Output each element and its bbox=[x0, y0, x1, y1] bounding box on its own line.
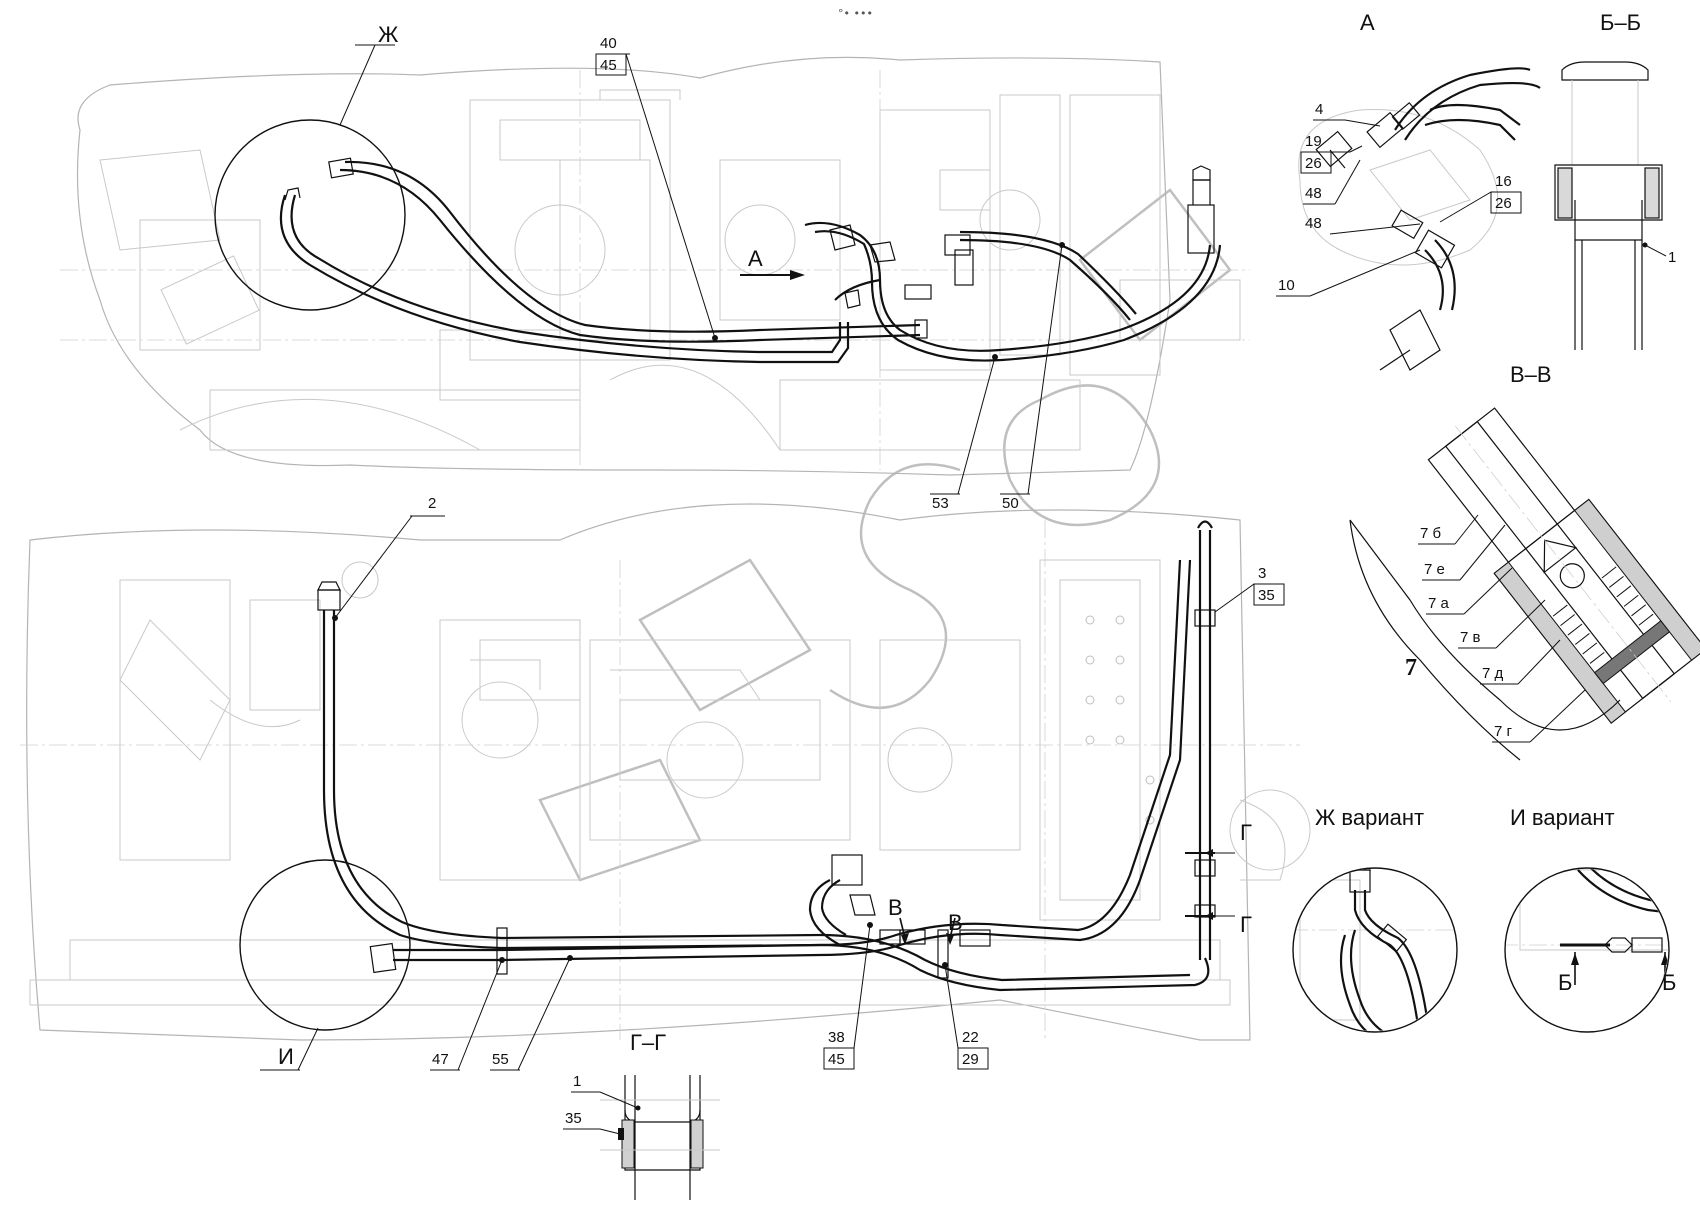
top-view-background bbox=[60, 56, 1250, 476]
top-view-hoses bbox=[214, 119, 1222, 364]
section-vv-callout-7e: 7 е bbox=[1424, 561, 1445, 578]
detail-i-letter: И bbox=[278, 1044, 294, 1069]
section-vv-detail: В–В 7 7 б 7 е bbox=[1349, 362, 1700, 761]
callout-45-bottom: 45 bbox=[828, 1051, 845, 1068]
view-a-detail: А 4 19 26 48 16 26 48 10 bbox=[1276, 10, 1541, 371]
section-gg-callout-1: 1 bbox=[573, 1073, 581, 1090]
variant-i-b-left-mark: Б bbox=[1558, 970, 1572, 995]
section-vv-callout-7d: 7 д bbox=[1482, 665, 1504, 682]
section-vv-callout-7g: 7 г bbox=[1494, 723, 1513, 740]
view-a-callout-16: 16 bbox=[1495, 173, 1512, 190]
callout-35: 35 bbox=[1258, 587, 1275, 604]
section-gg-detail: Г–Г 1 35 bbox=[563, 1030, 720, 1200]
variant-zh-title: Ж вариант bbox=[1315, 805, 1424, 830]
section-v-markers: В В bbox=[888, 895, 963, 945]
callout-2: 2 bbox=[428, 495, 436, 512]
view-a-arrow: А bbox=[740, 246, 805, 280]
section-g-markers: Г Г bbox=[1185, 820, 1252, 937]
bottom-callouts: 2 3 35 И 47 55 38 45 22 29 bbox=[260, 495, 1285, 1071]
callout-40: 40 bbox=[600, 35, 617, 52]
view-a-callout-26b: 26 bbox=[1495, 195, 1512, 212]
bottom-view-hoses bbox=[239, 520, 1216, 1031]
section-v-right-mark: В bbox=[948, 910, 963, 935]
callout-3: 3 bbox=[1258, 565, 1266, 582]
callout-50: 50 bbox=[1002, 495, 1019, 512]
view-a-callout-48: 48 bbox=[1305, 185, 1322, 202]
section-v-left-mark: В bbox=[888, 895, 903, 920]
variant-i-detail: И вариант Б Б bbox=[1504, 805, 1676, 1033]
section-gg-title: Г–Г bbox=[630, 1030, 666, 1055]
callout-22: 22 bbox=[962, 1029, 979, 1046]
section-bb-callout-1: 1 bbox=[1668, 249, 1676, 266]
variant-i-b-right-mark: Б bbox=[1662, 970, 1676, 995]
section-vv-title: В–В bbox=[1510, 362, 1552, 387]
top-mark: °• ••• bbox=[838, 7, 873, 20]
section-vv-callout-7b: 7 б bbox=[1420, 525, 1441, 542]
variant-zh-detail: Ж вариант bbox=[1292, 805, 1458, 1033]
callout-53: 53 bbox=[932, 495, 949, 512]
callout-38: 38 bbox=[828, 1029, 845, 1046]
detail-circle-i bbox=[239, 859, 411, 1031]
callout-45: 45 bbox=[600, 57, 617, 74]
section-vv-callout-7v: 7 в bbox=[1460, 629, 1481, 646]
assembly-7-label: 7 bbox=[1405, 655, 1417, 681]
view-a-callout-4: 4 bbox=[1315, 101, 1323, 118]
detail-circle-zh bbox=[214, 119, 406, 311]
section-bb-title: Б–Б bbox=[1600, 10, 1641, 35]
callout-55: 55 bbox=[492, 1051, 509, 1068]
top-callouts: Ж 40 45 53 50 °• ••• bbox=[339, 7, 1065, 512]
section-g-lower-mark: Г bbox=[1240, 912, 1252, 937]
view-a-title: А bbox=[1360, 10, 1375, 35]
variant-i-title: И вариант bbox=[1510, 805, 1615, 830]
section-gg-callout-35: 35 bbox=[565, 1110, 582, 1127]
watermark bbox=[538, 188, 1232, 882]
section-g-upper-mark: Г bbox=[1240, 820, 1252, 845]
view-a-callout-10: 10 bbox=[1278, 277, 1295, 294]
callout-29: 29 bbox=[962, 1051, 979, 1068]
section-bb-detail: Б–Б 1 bbox=[1554, 10, 1676, 350]
callout-47: 47 bbox=[432, 1051, 449, 1068]
view-a-callout-48b: 48 bbox=[1305, 215, 1322, 232]
section-vv-callout-7a: 7 а bbox=[1428, 595, 1450, 612]
bottom-view-background bbox=[20, 503, 1311, 1041]
view-a-callout-19: 19 bbox=[1305, 133, 1322, 150]
detail-zh-letter: Ж bbox=[378, 22, 399, 47]
view-a-callout-26: 26 bbox=[1305, 155, 1322, 172]
arrow-a-label: А bbox=[748, 246, 763, 271]
